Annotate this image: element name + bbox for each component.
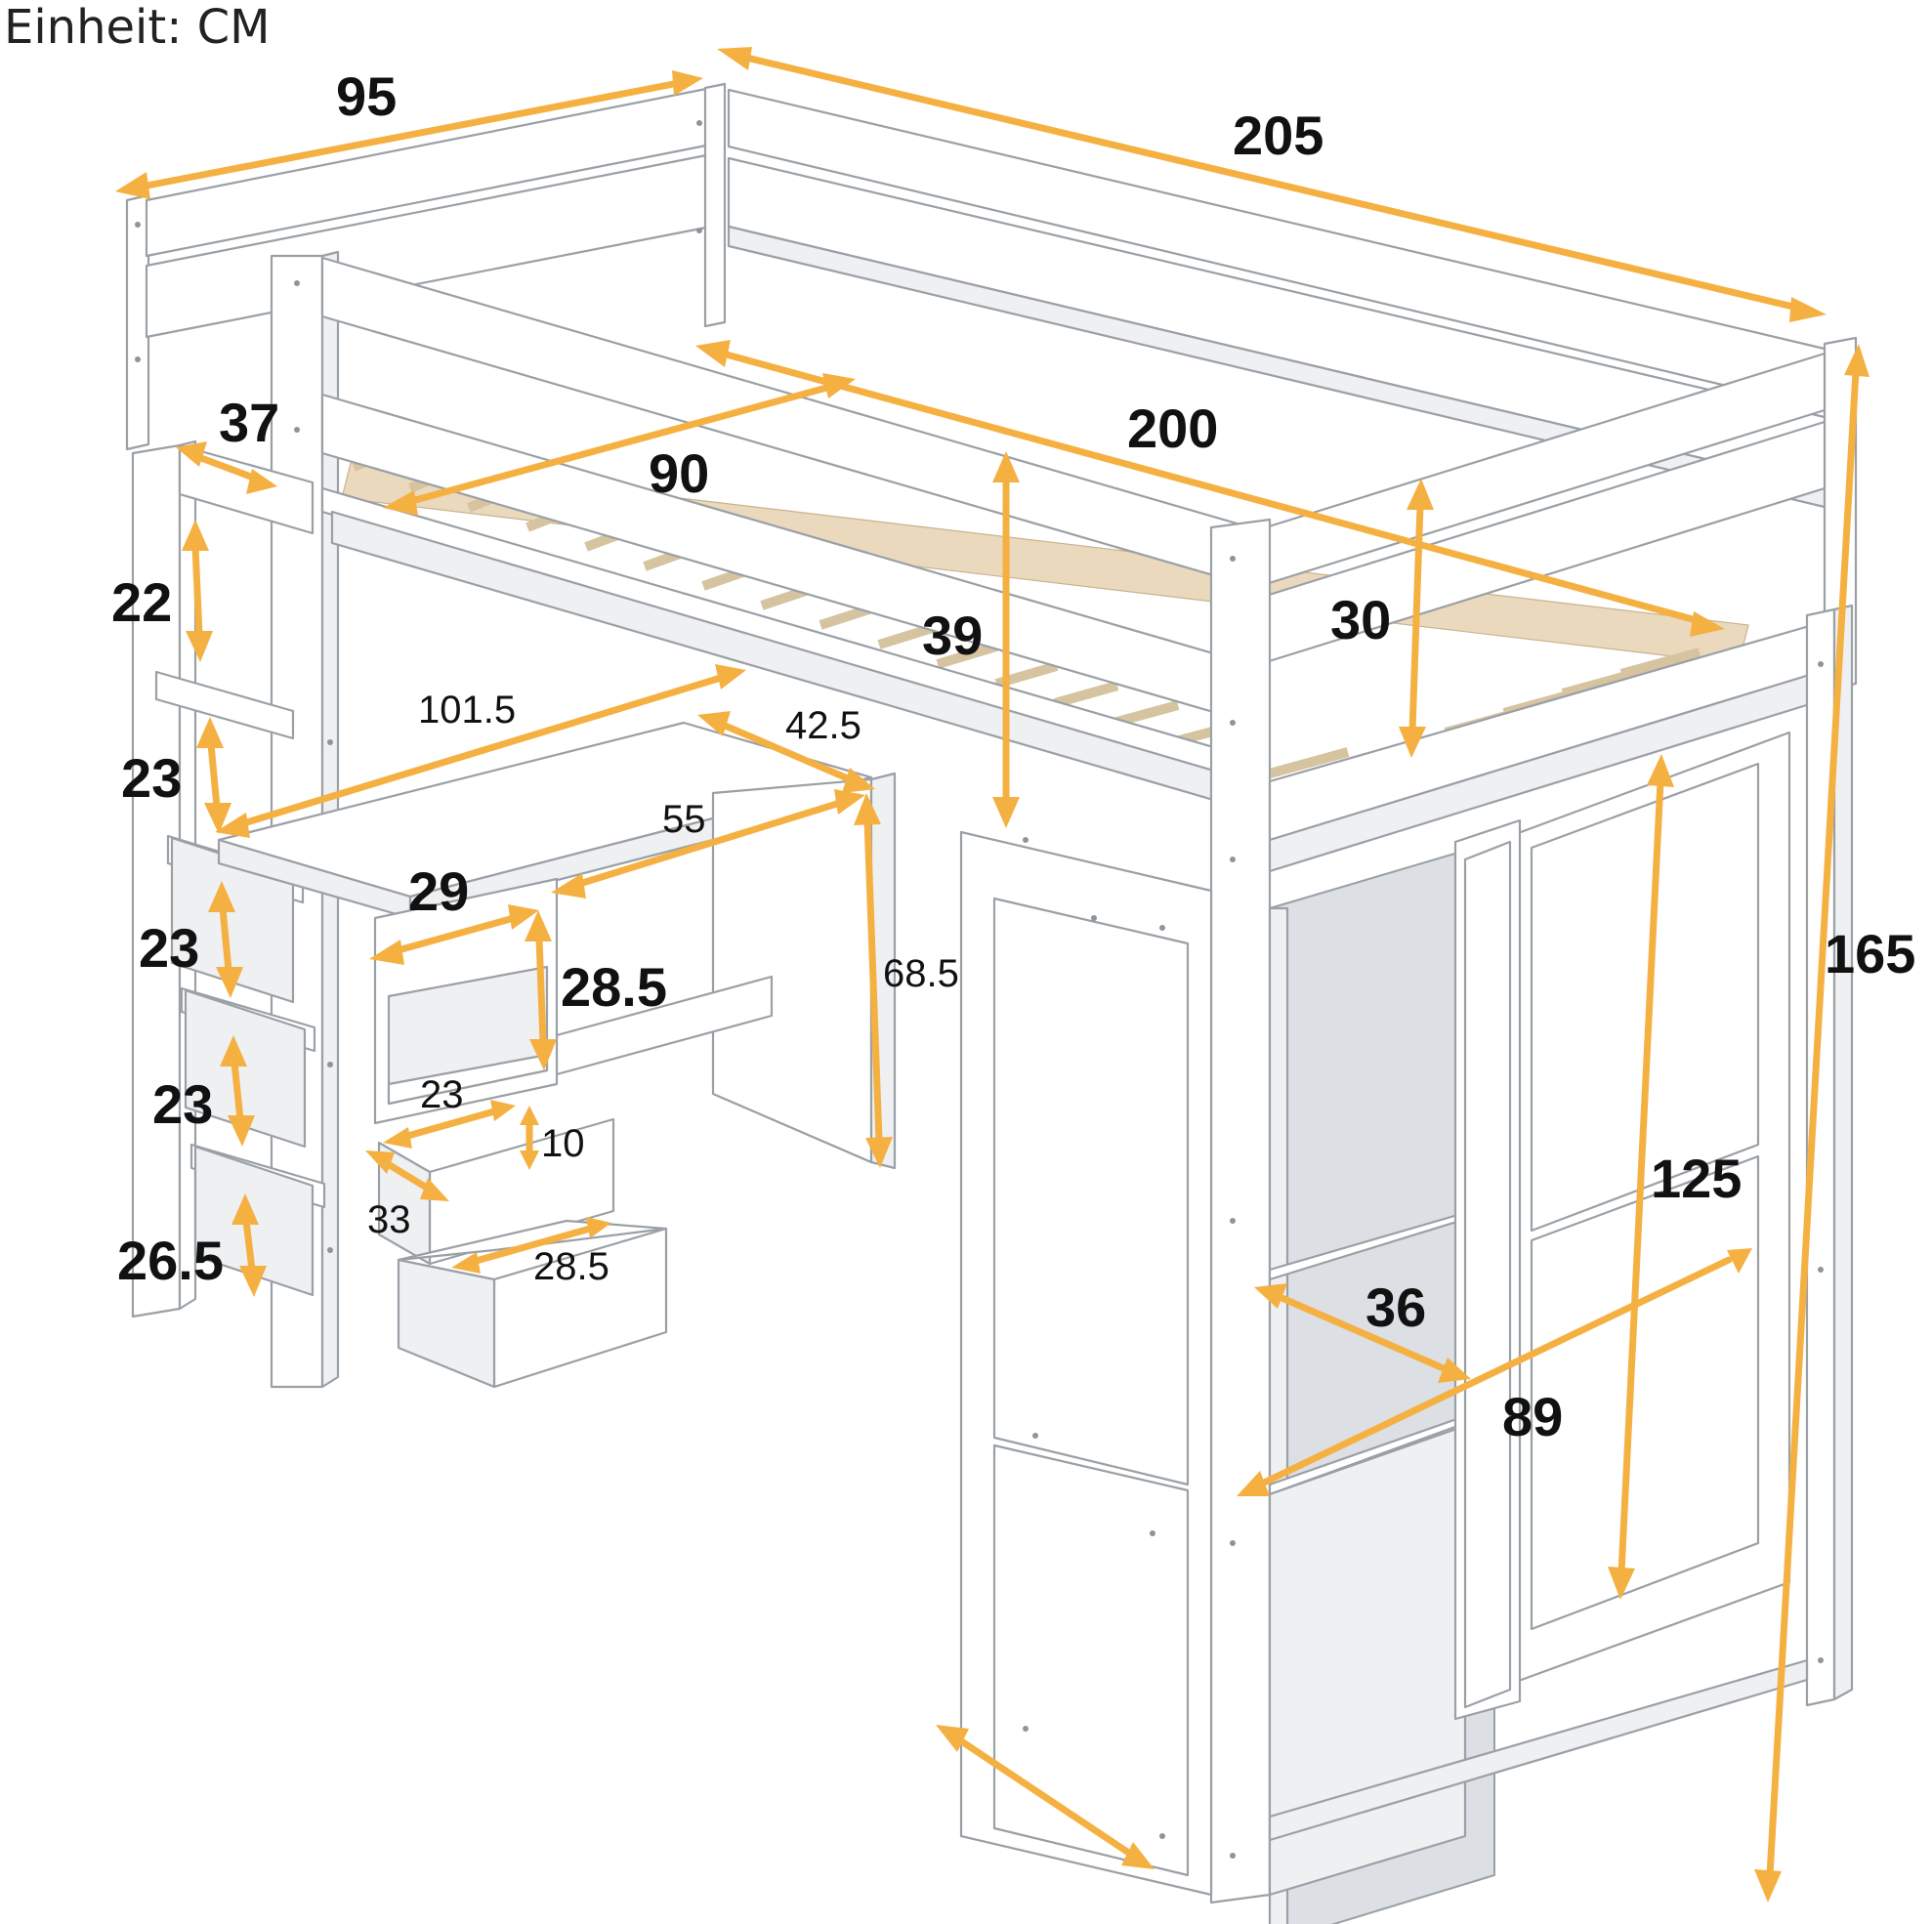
arrow-10: [520, 1106, 539, 1170]
arrow-29: [369, 904, 539, 965]
label-42-5: 42.5: [785, 704, 861, 747]
arrow-28-5-drawer: [451, 1217, 611, 1274]
arrow-95: [115, 70, 703, 199]
arrow-22: [182, 520, 213, 662]
arrow-68-5: [854, 793, 893, 1168]
ladder: [131, 439, 326, 1318]
label-26-5: 26.5: [117, 1230, 224, 1291]
arrow-125: [1608, 754, 1674, 1600]
arrow-205: [717, 47, 1827, 322]
label-37: 37: [219, 392, 279, 453]
label-55: 55: [662, 798, 706, 841]
label-68-5: 68.5: [883, 952, 959, 995]
unit-label: Einheit: CM: [4, 0, 271, 55]
bed-frame: [125, 82, 1858, 1904]
arrow-39: [992, 451, 1020, 828]
label-205: 205: [1233, 105, 1323, 166]
arrow-42-5: [697, 711, 875, 793]
arrow-165: [1754, 344, 1869, 1903]
arrow-90: [383, 373, 856, 516]
label-125: 125: [1651, 1148, 1742, 1209]
label-23b: 23: [139, 917, 199, 979]
dimension-labels: 95 205 165 200 90 39 30 37 22 23 23 23 2…: [111, 65, 1915, 1447]
screw-holes: [135, 120, 1824, 1859]
arrow-23-drawer: [383, 1100, 516, 1149]
arrow-33: [365, 1150, 449, 1201]
label-95: 95: [336, 65, 397, 127]
arrow-30: [1399, 479, 1434, 758]
label-90: 90: [649, 442, 709, 504]
label-23a: 23: [121, 747, 182, 809]
arrow-23c: [220, 1035, 255, 1147]
label-10: 10: [541, 1122, 585, 1165]
label-101-5: 101.5: [418, 689, 516, 732]
label-22: 22: [111, 571, 172, 633]
arrow-23b: [208, 881, 243, 998]
arrow-36: [1254, 1283, 1471, 1383]
label-89: 89: [1502, 1386, 1563, 1447]
label-39: 39: [922, 605, 983, 666]
label-28-5-shelf: 28.5: [561, 956, 667, 1018]
label-165: 165: [1825, 923, 1915, 984]
arrow-200: [695, 340, 1725, 637]
arrow-depth-bottom: [936, 1725, 1155, 1869]
arrow-89: [1237, 1248, 1752, 1496]
arrow-55: [551, 789, 865, 899]
label-29: 29: [408, 860, 469, 922]
arrow-26-5: [231, 1193, 267, 1297]
wardrobe: [959, 731, 1809, 1924]
dimension-arrows: [115, 47, 1869, 1903]
arrow-28-5-shelf: [525, 910, 557, 1070]
label-33: 33: [367, 1198, 411, 1241]
desk: [217, 721, 897, 1389]
label-23c: 23: [152, 1073, 213, 1135]
arrow-101-5: [215, 664, 746, 838]
label-23-drawer: 23: [420, 1073, 464, 1116]
label-36: 36: [1365, 1276, 1426, 1338]
arrow-37: [176, 441, 277, 494]
label-28-5-drawer: 28.5: [533, 1245, 609, 1288]
label-200: 200: [1127, 397, 1218, 459]
arrow-23a: [196, 717, 231, 834]
label-30: 30: [1330, 589, 1391, 650]
